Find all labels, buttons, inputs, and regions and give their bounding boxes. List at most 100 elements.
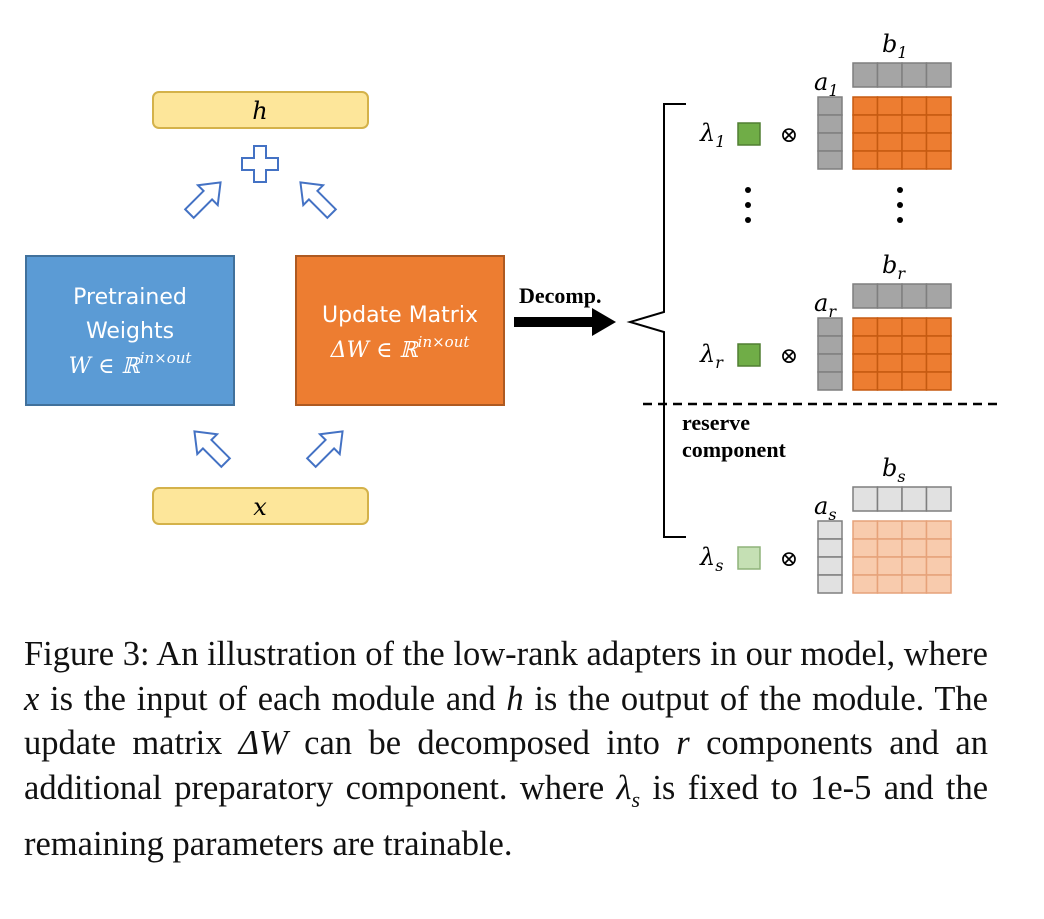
pretrained-formula: W ∈ ℝin×out [69, 349, 193, 379]
matrix-cell [852, 317, 879, 337]
lambda-scalar [737, 122, 761, 146]
a-vector-cell [817, 574, 843, 594]
update-formula: ΔW ∈ ℝin×out [330, 333, 471, 363]
lambda-label: λr [699, 340, 724, 372]
matrix-cell [901, 538, 928, 558]
matrix-cell [925, 371, 952, 391]
a-vector-cell [817, 317, 843, 337]
matrix-cell [925, 574, 952, 594]
a-vector-cell [817, 353, 843, 373]
matrix-cell [876, 371, 903, 391]
matrix-cell [876, 335, 903, 355]
pretrained-line1: Pretrained [73, 285, 187, 310]
matrix-cell [901, 114, 928, 134]
matrix-cell [852, 335, 879, 355]
arrow-up-right-icon [183, 181, 222, 220]
otimes-icon: ⊗ [780, 343, 798, 368]
a-vector-cell [817, 132, 843, 152]
input-x-label: x [253, 493, 267, 521]
right-brace [626, 103, 686, 538]
lora-diagram: h Pretrained Weights W ∈ ℝin×out Update … [25, 30, 1003, 594]
a-vector-cell [817, 520, 843, 540]
output-h-label: h [252, 97, 267, 125]
b-vector-cell [876, 486, 903, 512]
pretrained-weights-node: Pretrained Weights W ∈ ℝin×out [25, 255, 235, 406]
matrix-cell [876, 317, 903, 337]
decomp-arrow-icon [514, 308, 616, 336]
b-label: br [882, 251, 906, 283]
b-label: bs [882, 454, 906, 486]
vertical-ellipsis-left-icon [745, 187, 751, 223]
matrix-cell [901, 317, 928, 337]
matrix-cell [876, 556, 903, 576]
matrix-cell [852, 371, 879, 391]
decomp-label: Decomp. [519, 283, 601, 308]
matrix-cell [901, 335, 928, 355]
matrix-cell [852, 556, 879, 576]
matrix-cell [901, 96, 928, 116]
b-vector-cell [901, 283, 928, 309]
matrix-cell [901, 520, 928, 540]
otimes-icon: ⊗ [780, 122, 798, 147]
vertical-ellipsis-right-icon [897, 187, 903, 223]
matrix-cell [876, 114, 903, 134]
matrix-cell [901, 371, 928, 391]
output-h-node: h [152, 91, 369, 129]
b-vector-cell [925, 486, 952, 512]
matrix-cell [925, 150, 952, 170]
b-vector-cell [852, 62, 879, 88]
matrix-cell [876, 538, 903, 558]
update-line1: Update Matrix [322, 303, 478, 328]
a-vector-cell [817, 96, 843, 116]
b-vector-cell [852, 283, 879, 309]
a-vector-cell [817, 371, 843, 391]
a-label: a1 [814, 68, 839, 100]
b-vector-cell [901, 486, 928, 512]
matrix-cell [876, 353, 903, 373]
matrix-cell [925, 556, 952, 576]
matrix-cell [925, 335, 952, 355]
matrix-cell [901, 132, 928, 152]
matrix-cell [876, 520, 903, 540]
matrix-cell [925, 538, 952, 558]
matrix-cell [925, 520, 952, 540]
matrix-cell [925, 317, 952, 337]
lambda-scalar [737, 546, 761, 570]
lambda-label: λ1 [699, 119, 725, 151]
matrix-cell [901, 353, 928, 373]
a-vector-cell [817, 538, 843, 558]
plus-icon [241, 145, 279, 183]
lambda-scalar [737, 343, 761, 367]
component-group: br ar λr ⊗ [699, 251, 952, 391]
matrix-cell [876, 96, 903, 116]
matrix-cell [925, 96, 952, 116]
component-group: b1 a1 λ1 ⊗ [699, 30, 952, 170]
a-vector-cell [817, 556, 843, 576]
matrix-cell [901, 574, 928, 594]
reserve-label-line1: reserve [682, 410, 750, 435]
pretrained-line2: Weights [86, 319, 174, 344]
b-vector-cell [876, 283, 903, 309]
a-label: ar [814, 289, 837, 321]
input-x-node: x [152, 487, 369, 525]
matrix-cell [925, 114, 952, 134]
matrix-cell [925, 132, 952, 152]
matrix-cell [852, 96, 879, 116]
reserve-label-line2: component [682, 437, 787, 462]
matrix-cell [925, 353, 952, 373]
matrix-cell [876, 132, 903, 152]
arrow-from-x-right-icon [305, 430, 344, 469]
b-label: b1 [882, 30, 908, 62]
matrix-cell [876, 574, 903, 594]
arrow-from-x-left-icon [193, 430, 232, 469]
update-matrix-node: Update Matrix ΔW ∈ ℝin×out [295, 255, 505, 406]
matrix-cell [852, 150, 879, 170]
matrix-cell [852, 114, 879, 134]
b-vector-cell [925, 283, 952, 309]
matrix-cell [901, 556, 928, 576]
matrix-cell [901, 150, 928, 170]
b-vector-cell [901, 62, 928, 88]
a-vector-cell [817, 150, 843, 170]
